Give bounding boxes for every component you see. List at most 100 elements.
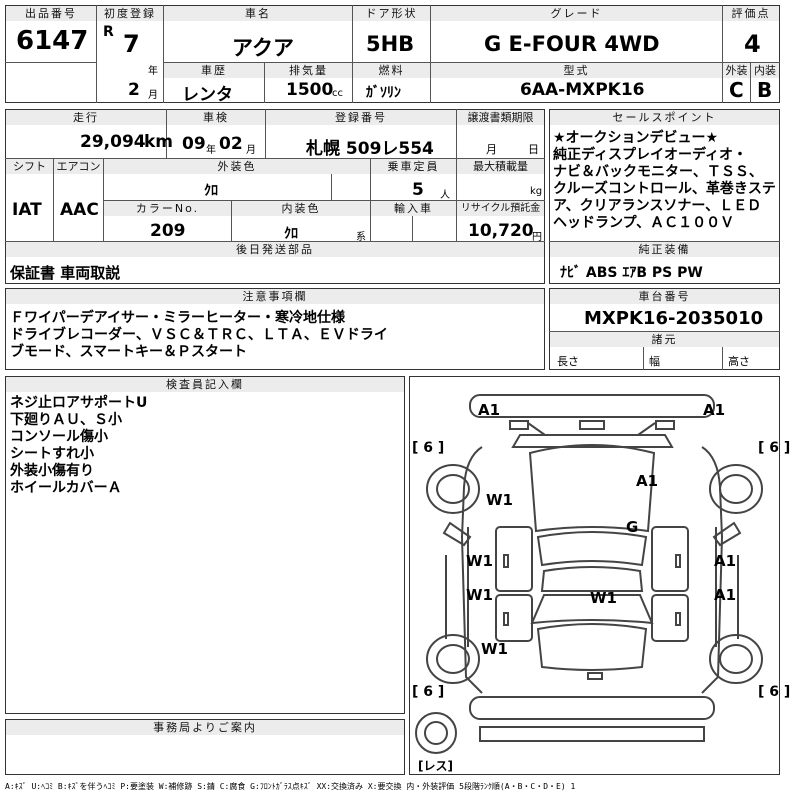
door-type: 5HB [366, 32, 415, 56]
inspection-month-unit: 月 [246, 145, 256, 156]
chassis-number-label: 車台番号 [550, 289, 779, 304]
displacement-unit: cc [332, 88, 343, 99]
exterior-color-label: 外装色 [104, 159, 370, 174]
plate-label: 登録番号 [266, 110, 456, 125]
color-number-label: カラーNo. [104, 201, 231, 216]
inspector-line: ネジ止ロアサポートU [10, 395, 148, 411]
score-label: 評価点 [723, 6, 779, 21]
max-load-unit: kg [530, 186, 543, 197]
grade: G E-FOUR 4WD [484, 32, 660, 56]
inspector-line: ホイールカバーＡ [10, 480, 122, 496]
damage-label: W1 [481, 640, 508, 658]
color-number: 209 [150, 221, 186, 241]
history-label: 車歴 [164, 63, 264, 78]
tire-depth-front-left: [ 6 ] [412, 440, 445, 456]
aircon-label: エアコン [54, 159, 103, 174]
inspection-year-unit: 年 [206, 145, 216, 156]
transfer-deadline-label: 譲渡書類期限 [457, 110, 544, 125]
note-line: Ｆワイパーデアイサー・ミラーヒーター・寒冷地仕様 [10, 310, 346, 326]
later-parts-label: 後日発送部品 [6, 242, 544, 257]
interior-color: ｸﾛ [284, 226, 298, 242]
fuel-label: 燃料 [353, 63, 430, 78]
sales-line: ナビ＆バックモニター、ＴＳＳ、 [553, 164, 763, 180]
lot-number-label: 出品番号 [6, 6, 96, 21]
width-label: 幅 [649, 355, 660, 368]
note-line: ドライブレコーダー、ＶＳＣ＆ＴＲＣ、ＬＴＡ、ＥＶドライ [10, 327, 388, 343]
damage-label: A1 [636, 472, 659, 490]
sales-point-text: ★オークションデビュー★ 純正ディスプレイオーディオ・ ナビ＆バックモニター、Ｔ… [553, 130, 779, 232]
registration-month: 2 [128, 80, 140, 100]
import-label: 輸入車 [371, 201, 456, 216]
exterior-label: 外装 [723, 63, 750, 78]
fuel: ｶﾞｿﾘﾝ [366, 85, 401, 101]
damage-label: G [626, 518, 639, 536]
aircon: AAC [60, 200, 99, 220]
sales-line: クルーズコントロール、革巻きステ [553, 181, 776, 197]
damage-label: W1 [466, 552, 493, 570]
exterior-grade: C [729, 78, 744, 102]
sales-line: 純正ディスプレイオーディオ・ [553, 147, 748, 163]
height-label: 高さ [728, 355, 750, 368]
chassis-number: MXPK16-2035010 [584, 308, 764, 329]
grade-label: グレード [431, 6, 722, 21]
model-label: 型式 [431, 63, 722, 78]
recycle-deposit: 10,720 [468, 221, 534, 241]
length-label: 長さ [557, 355, 579, 368]
displacement-label: 排気量 [265, 63, 352, 78]
tire-depth-rear-left: [ 6 ] [412, 684, 445, 700]
spare-tire-status: [レス] [418, 759, 453, 773]
car-outline [415, 394, 763, 754]
car-diagram [409, 376, 780, 775]
sales-line: ア、クリアランスソナー、ＬＥＤ [553, 198, 762, 214]
mileage: 29,094 [80, 132, 146, 152]
recycle-unit: 円 [532, 232, 542, 243]
registration-year: 7 [123, 30, 140, 58]
first-registration-label: 初度登録 [97, 6, 163, 21]
inspector-text: ネジ止ロアサポートU 下廻りＡＵ、Ｓ小 コンソール傷小 シートすれ小 外装小傷有… [10, 395, 400, 497]
exterior-color: ｸﾛ [204, 183, 218, 199]
notes-label: 注意事項欄 [6, 289, 544, 304]
damage-label: W1 [590, 589, 617, 607]
mileage-label: 走行 [6, 110, 166, 125]
car-name-label: 車名 [164, 6, 352, 21]
interior-label: 内装 [751, 63, 779, 78]
inspection-label: 車検 [167, 110, 265, 125]
inspector-line: シートすれ小 [10, 446, 94, 462]
plate-number: 札幌 509レ554 [306, 139, 434, 159]
equipment-label: 純正装備 [550, 242, 779, 257]
sales-line: ★オークションデビュー★ [553, 130, 719, 146]
lot-number: 6147 [16, 26, 89, 56]
inspector-block [5, 376, 405, 714]
equipment: ﾅﾋﾞ ABS ｴｱB PS PW [560, 265, 703, 281]
mileage-unit: km [144, 132, 174, 152]
inspector-line: 外装小傷有り [10, 463, 94, 479]
history: レンタ [182, 85, 233, 105]
transfer-day-unit: 日 [528, 143, 539, 156]
capacity-label: 乗車定員 [371, 159, 456, 174]
interior-color-suffix: 系 [356, 232, 366, 243]
inspector-line: コンソール傷小 [10, 429, 108, 445]
era: R [103, 24, 114, 40]
damage-label: A1 [714, 586, 737, 604]
interior-grade: B [757, 78, 773, 102]
car-name: アクア [232, 36, 294, 60]
interior-color-label: 内装色 [232, 201, 370, 216]
sales-point-label: セールスポイント [550, 110, 779, 125]
notes-text: Ｆワイパーデアイサー・ミラーヒーター・寒冷地仕様 ドライブレコーダー、ＶＳＣ＆Ｔ… [10, 310, 540, 361]
header-block [5, 5, 780, 103]
displacement: 1500 [286, 80, 334, 100]
model-code: 6AA-MXPK16 [520, 80, 645, 100]
transfer-month-unit: 月 [486, 143, 497, 156]
year-unit: 年 [148, 66, 158, 77]
damage-label: A1 [714, 552, 737, 570]
max-load-label: 最大積載量 [457, 159, 544, 174]
shift-label: シフト [6, 159, 53, 174]
capacity-unit: 人 [440, 190, 450, 201]
damage-label: A1 [478, 401, 501, 419]
later-parts: 保証書 車両取説 [10, 264, 121, 282]
inspector-label: 検査員記入欄 [6, 377, 404, 392]
tire-depth-rear-right: [ 6 ] [758, 684, 791, 700]
tire-depth-front-right: [ 6 ] [758, 440, 791, 456]
note-line: ブモード、スマートキー＆Ｐスタート [10, 344, 248, 360]
month-unit: 月 [148, 90, 158, 101]
